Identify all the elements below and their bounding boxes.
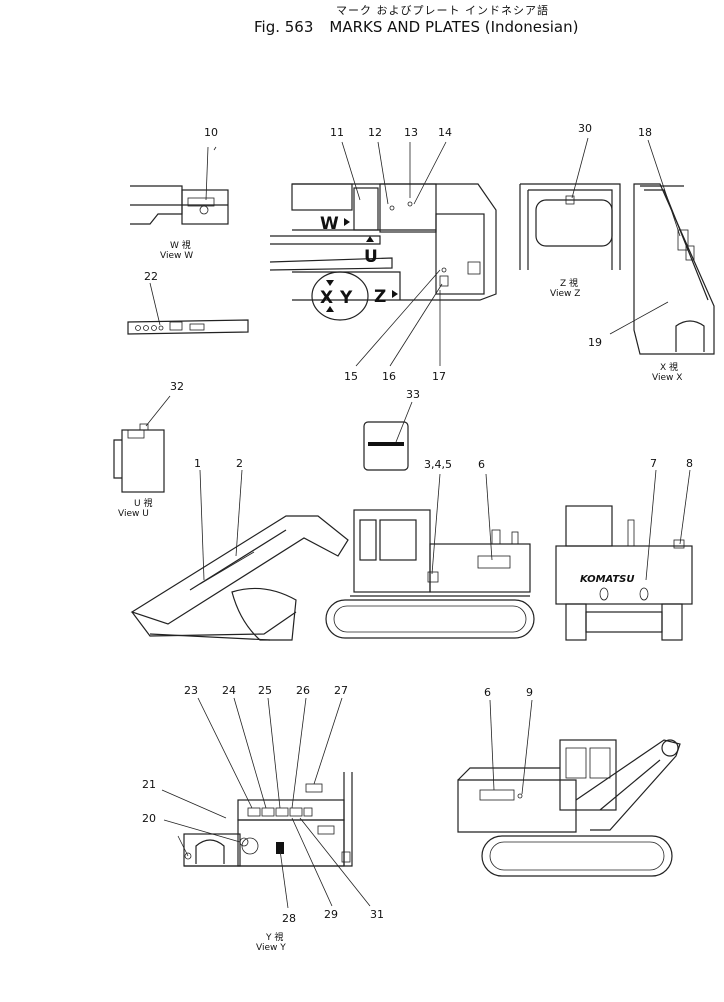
callout-16: 16 bbox=[382, 370, 396, 383]
japanese-title: マーク およびプレート インドネシア語 bbox=[336, 4, 549, 17]
plate-21 bbox=[127, 282, 249, 335]
callout-22: 21 bbox=[142, 778, 156, 791]
callout-9: 9 bbox=[526, 686, 533, 699]
view-y-jp: Y 視 bbox=[265, 931, 283, 943]
view-w-jp: W 視 bbox=[170, 239, 191, 251]
plate-33 bbox=[363, 401, 413, 471]
callout-23: 23 bbox=[184, 684, 198, 697]
callout-20: 20 bbox=[142, 812, 156, 825]
view-x-label: View X bbox=[652, 373, 682, 383]
callout-30: 30 bbox=[578, 122, 592, 135]
callout-31: 31 bbox=[370, 908, 384, 921]
view-y-drawing bbox=[161, 697, 371, 909]
callout-33: 33 bbox=[406, 388, 420, 401]
callout-14: 14 bbox=[438, 126, 452, 139]
callout-25: 25 bbox=[258, 684, 272, 697]
callout-26: 26 bbox=[296, 684, 310, 697]
view-w-drawing bbox=[130, 146, 229, 225]
callout-15: 15 bbox=[344, 370, 358, 383]
view-y-label: View Y bbox=[256, 943, 286, 953]
callout-6: 6 bbox=[478, 458, 485, 471]
view-z-jp: Z 視 bbox=[560, 277, 578, 289]
callout-13: 13 bbox=[404, 126, 418, 139]
view-x-jp: X 視 bbox=[660, 361, 678, 373]
view-w-label: View W bbox=[160, 251, 193, 261]
arrow-label-y: Y bbox=[339, 288, 353, 308]
top-plan-view bbox=[269, 141, 497, 367]
callout-2: 2 bbox=[236, 457, 243, 470]
callout-27: 27 bbox=[334, 684, 348, 697]
figure-caption: MARKS AND PLATES (Indonesian) bbox=[329, 18, 579, 36]
callout-24: 24 bbox=[222, 684, 236, 697]
callout-1: 1 bbox=[194, 457, 201, 470]
view-z-drawing bbox=[519, 137, 621, 270]
callout-3-4-5: 3,4,5 bbox=[424, 458, 452, 471]
arrow-label-x: X bbox=[320, 288, 333, 308]
brand-decal: KOMATSU bbox=[580, 574, 635, 585]
excavator-side-view bbox=[130, 469, 535, 641]
view-u-label: View U bbox=[118, 509, 149, 519]
callout-28: 28 bbox=[282, 912, 296, 925]
callout-21: 22 bbox=[144, 270, 158, 283]
view-z-label: View Z bbox=[550, 289, 580, 299]
excavator-rear-view bbox=[555, 469, 693, 641]
callout-11: 11 bbox=[330, 126, 344, 139]
excavator-perspective-view bbox=[457, 699, 681, 877]
callout-18: 18 bbox=[638, 126, 652, 139]
callout-7: 7 bbox=[650, 457, 657, 470]
callout-8: 8 bbox=[686, 457, 693, 470]
callout-17: 17 bbox=[432, 370, 446, 383]
callout-32: 32 bbox=[170, 380, 184, 393]
callout-12: 12 bbox=[368, 126, 382, 139]
figure-number: Fig. 563 bbox=[254, 18, 314, 36]
view-x-drawing bbox=[609, 139, 715, 355]
view-u-jp: U 視 bbox=[134, 497, 152, 509]
callout-10: 10 bbox=[204, 126, 218, 139]
callout-29: 29 bbox=[324, 908, 338, 921]
arrow-label-z: Z bbox=[374, 287, 386, 307]
callout-6b: 6 bbox=[484, 686, 491, 699]
view-u-drawing bbox=[113, 395, 171, 493]
arrow-label-w: W bbox=[320, 214, 339, 234]
arrow-label-u: U bbox=[364, 247, 378, 267]
figure-title: Fig. 563 MARKS AND PLATES (Indonesian) bbox=[254, 18, 594, 36]
callout-19: 19 bbox=[588, 336, 602, 349]
